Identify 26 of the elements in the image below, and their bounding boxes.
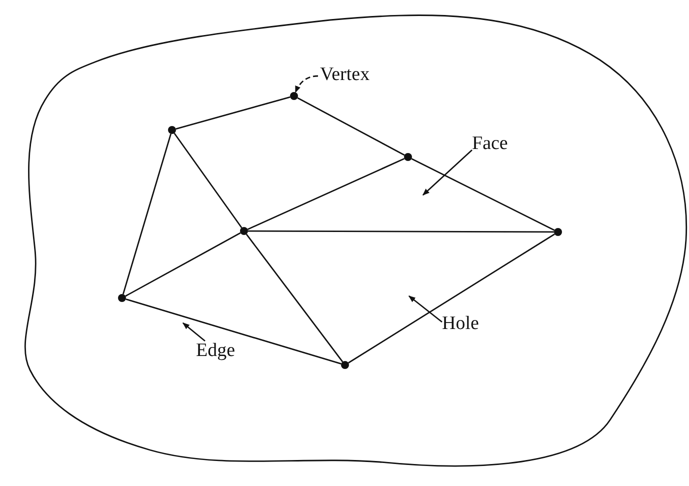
leader-line bbox=[294, 75, 318, 93]
leader-line bbox=[422, 149, 472, 196]
callout-label: Hole bbox=[442, 313, 479, 335]
vertex-dot bbox=[168, 126, 176, 134]
vertex-dot bbox=[341, 361, 349, 369]
graph-edge bbox=[122, 134, 172, 294]
graph-edge bbox=[247, 158, 405, 230]
leader-line bbox=[182, 322, 206, 342]
callout-label: Edge bbox=[196, 340, 236, 362]
graph-edge bbox=[176, 96, 290, 130]
graph-edge bbox=[174, 132, 242, 228]
vertex-dot bbox=[554, 228, 562, 236]
callout-label: Vertex bbox=[320, 64, 370, 86]
vertex-dot bbox=[404, 153, 412, 161]
callout-label: Face bbox=[472, 133, 508, 155]
graph-edge bbox=[248, 230, 554, 233]
graph-edge bbox=[125, 232, 241, 297]
vertex-dot bbox=[118, 294, 126, 302]
graph-edge bbox=[297, 97, 405, 156]
vertex-dot bbox=[240, 227, 248, 235]
graph-edge bbox=[246, 234, 344, 362]
leader-line bbox=[408, 295, 442, 323]
graph-edge bbox=[126, 298, 342, 365]
graph-edge bbox=[411, 158, 555, 231]
vertex-dot bbox=[290, 92, 298, 100]
graph-edge bbox=[348, 234, 555, 364]
